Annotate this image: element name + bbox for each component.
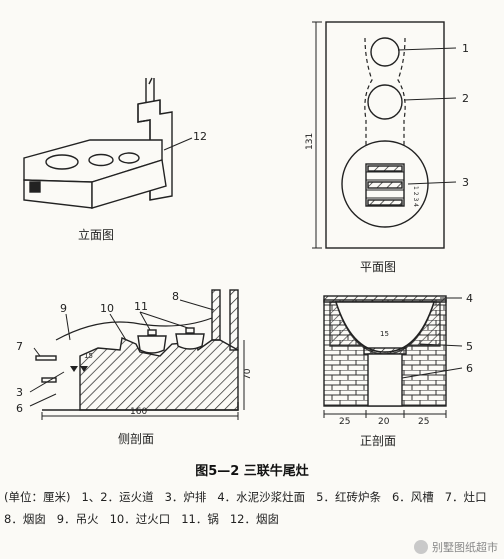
side-inner-dim: 15	[84, 352, 93, 360]
plan-grate-dim: 1 2 3 4	[412, 186, 419, 207]
front-mid-dim: 20	[378, 417, 390, 427]
watermark: 别墅图纸超市	[414, 539, 498, 555]
side-section	[29, 289, 245, 420]
caption-elevation: 立面图	[78, 228, 115, 242]
callout-side-6: 6	[16, 402, 23, 415]
front-section	[323, 295, 463, 418]
legend-item-7: 7．灶口	[444, 490, 487, 504]
side-length-dim: 160	[130, 407, 147, 417]
legend-item-5: 5．红砖炉条	[316, 490, 381, 504]
callout-elev-12: 12	[193, 130, 207, 143]
caption-side: 侧剖面	[118, 432, 155, 446]
legend-item-11: 11．锅	[181, 512, 219, 526]
plan-height-dim: 131	[305, 133, 315, 150]
watermark-logo-icon	[414, 540, 428, 554]
caption-plan: 平面图	[360, 260, 397, 274]
callout-plan-3: 3	[462, 176, 469, 189]
front-inner-dim: 15	[380, 330, 389, 338]
callout-side-8: 8	[172, 290, 179, 303]
legend-item-9: 9．吊火	[56, 512, 99, 526]
plan-view	[312, 21, 457, 249]
caption-front: 正剖面	[360, 434, 397, 448]
callout-side-11: 11	[134, 300, 148, 313]
legend-item-3: 3．炉排	[164, 490, 207, 504]
side-height-dim: 70	[243, 368, 253, 380]
callout-side-9: 9	[60, 302, 67, 315]
callout-plan-2: 2	[462, 92, 469, 105]
front-left-dim: 25	[339, 417, 350, 427]
callout-front-6: 6	[466, 362, 473, 375]
figure-title: 图5—2 三联牛尾灶	[195, 464, 309, 479]
legend-item-10: 10．过火口	[109, 512, 171, 526]
legend-item-4: 4．水泥沙浆灶面	[217, 490, 306, 504]
legend-item-1: 1、2．运火道	[81, 490, 154, 504]
legend-item-8: 8．烟囱	[4, 512, 46, 526]
legend-item-6: 6．风槽	[391, 490, 434, 504]
callout-side-10: 10	[100, 302, 114, 315]
stove-diagram: 12 131 1 2 3 4 1 2 3	[16, 21, 473, 427]
callout-front-5: 5	[466, 340, 473, 353]
legend-item-12: 12．烟囱	[229, 512, 279, 526]
front-right-dim: 25	[418, 417, 429, 427]
legend-unit: (单位：厘米)	[4, 490, 71, 504]
elevation-view	[23, 77, 193, 209]
legend: (单位：厘米) 1、2．运火道 3．炉排 4．水泥沙浆灶面 5．红砖炉条 6．风…	[4, 486, 500, 530]
watermark-text: 别墅图纸超市	[432, 541, 498, 554]
callout-front-4: 4	[466, 292, 473, 305]
callout-side-3: 3	[16, 386, 23, 399]
callout-plan-1: 1	[462, 42, 469, 55]
callout-side-7: 7	[16, 340, 23, 353]
